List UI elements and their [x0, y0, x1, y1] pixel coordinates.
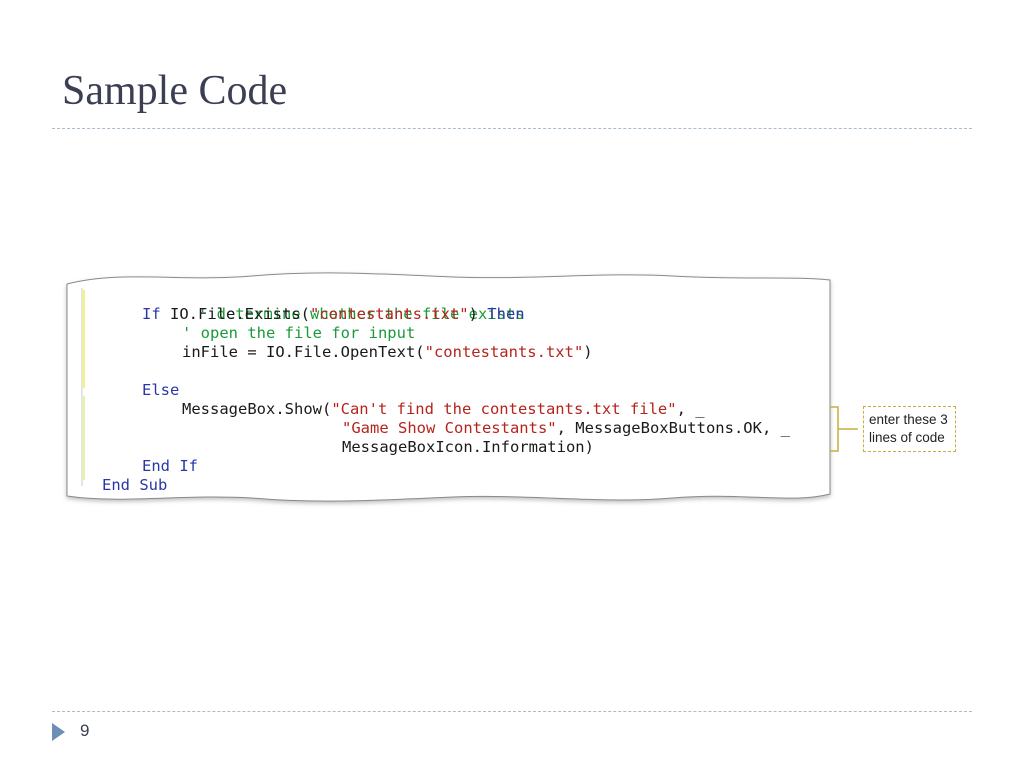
code-screenshot: ' determine whether the file exists If I… — [62, 268, 842, 510]
code-line-5: Else — [142, 381, 180, 399]
callout-note: enter these 3 lines of code — [863, 406, 956, 452]
slide-title: Sample Code — [62, 68, 288, 114]
code-line-1: ' determine whether the file exists — [198, 305, 525, 323]
code-line-2: If IO.File.Exists("contestants.txt") The… — [142, 305, 525, 323]
callout-line-1: enter these 3 — [869, 412, 948, 427]
footer-divider — [52, 711, 972, 712]
code-line-4: inFile = IO.File.OpenText("contestants.t… — [182, 343, 593, 361]
changed-lines-marker — [82, 396, 85, 480]
title-divider — [52, 128, 972, 129]
changed-lines-marker — [82, 290, 85, 388]
code-line-9: End If — [142, 457, 198, 475]
code-line-8: MessageBoxIcon.Information) — [342, 438, 594, 456]
code-line-6: MessageBox.Show("Can't find the contesta… — [182, 400, 705, 418]
callout-bracket — [830, 406, 858, 452]
code-listing: ' determine whether the file exists If I… — [62, 268, 842, 510]
code-line-10: End Sub — [102, 476, 168, 494]
page-number: 9 — [80, 721, 90, 740]
triangle-bullet-icon — [52, 723, 65, 741]
callout-line-2: lines of code — [869, 430, 945, 445]
code-line-3: ' open the file for input — [182, 324, 416, 342]
code-line-7: "Game Show Contestants", MessageBoxButto… — [342, 419, 790, 437]
